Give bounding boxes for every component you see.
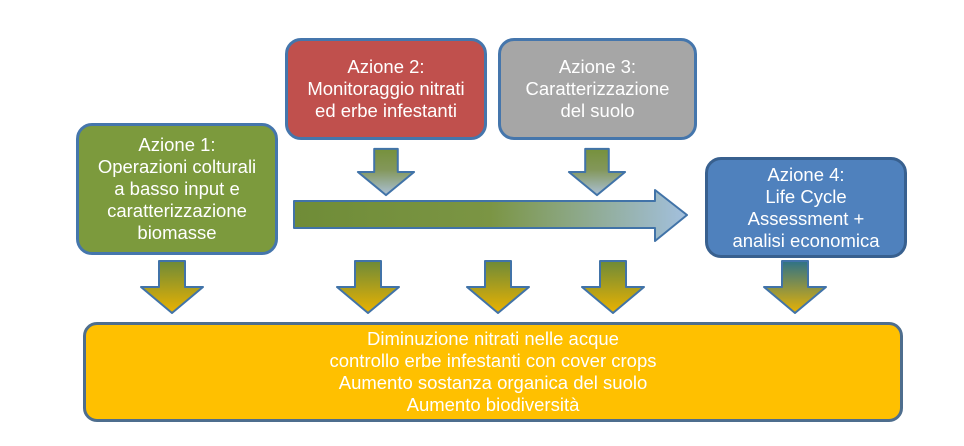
box-azione-3: Azione 3: Caratterizzazione del suolo xyxy=(498,38,697,140)
box-azione-4: Azione 4: Life Cycle Assessment + analis… xyxy=(705,157,907,258)
down-arrow-flow1-to-outcome xyxy=(336,260,400,314)
down-arrow-azione4-to-outcome xyxy=(763,260,827,314)
down-arrow-azione3 xyxy=(569,149,625,195)
box-azione-3-label: Azione 3: Caratterizzazione del suolo xyxy=(525,56,670,121)
box-outcome: Diminuzione nitrati nelle acque controll… xyxy=(83,322,903,422)
down-arrow-flow2-to-outcome xyxy=(466,260,530,314)
down-arrow-flow3-to-outcome xyxy=(581,260,645,314)
flow-arrow-horizontal xyxy=(293,189,688,242)
box-azione-2-label: Azione 2: Monitoraggio nitrati ed erbe i… xyxy=(307,56,465,121)
box-outcome-label: Diminuzione nitrati nelle acque controll… xyxy=(329,328,657,415)
box-azione-4-label: Azione 4: Life Cycle Assessment + analis… xyxy=(732,163,880,251)
box-azione-1: Azione 1: Operazioni colturali a basso i… xyxy=(76,123,278,255)
box-azione-1-label: Azione 1: Operazioni colturali a basso i… xyxy=(97,134,257,243)
box-azione-2: Azione 2: Monitoraggio nitrati ed erbe i… xyxy=(285,38,487,140)
down-arrow-azione1-to-outcome xyxy=(140,260,204,314)
down-arrow-azione2 xyxy=(358,149,414,195)
